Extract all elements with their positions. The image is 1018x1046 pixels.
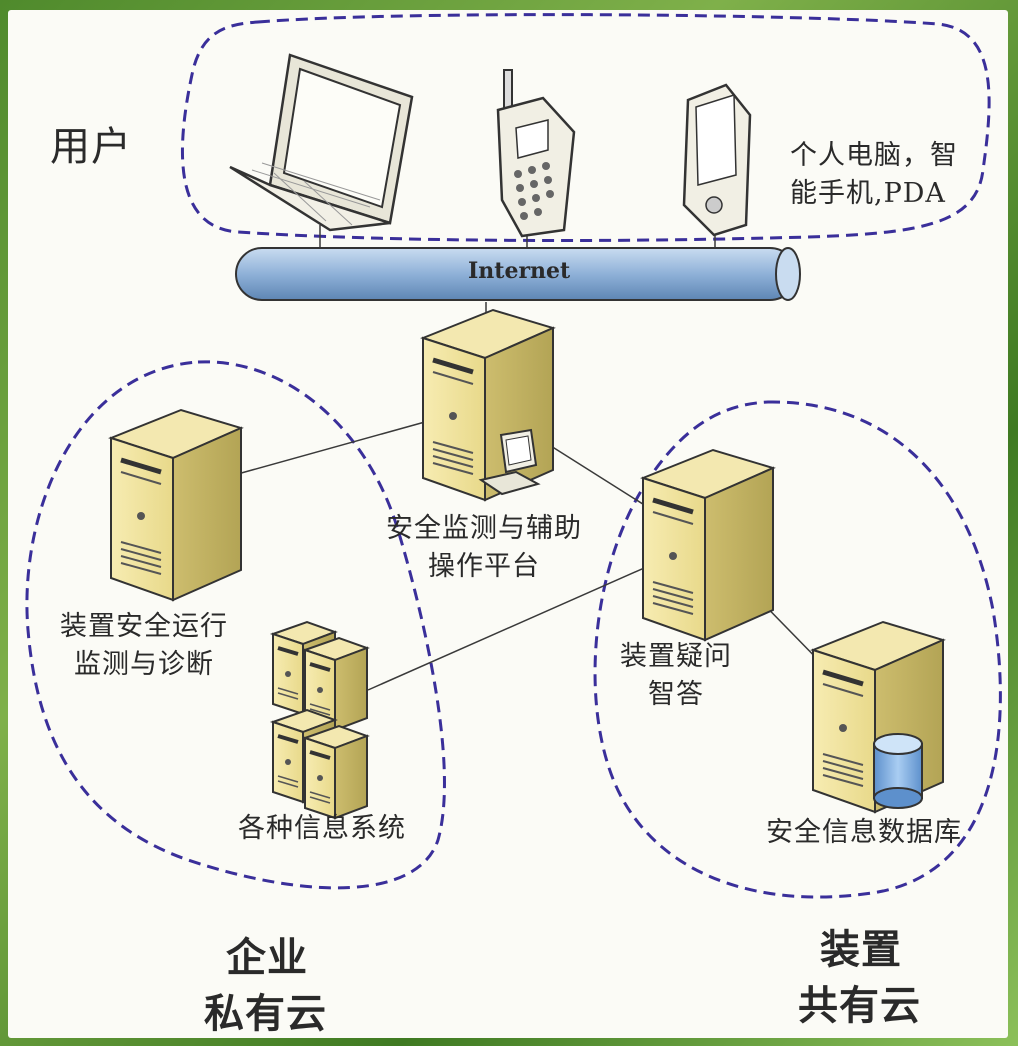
- workstation-icon: [478, 428, 541, 496]
- database-label: 安全信息数据库: [766, 817, 962, 848]
- users-group-boundary: [180, 13, 991, 242]
- internet-label: Internet: [468, 258, 571, 284]
- info-systems-label: 各种信息系统: [238, 813, 406, 844]
- laptop-icon: [229, 53, 414, 232]
- users-label: 用户: [50, 124, 132, 170]
- devices-label: 个人电脑，智 能手机,PDA: [790, 140, 958, 209]
- cellphone-icon: [496, 69, 576, 238]
- platform-label: 安全监测与辅助 操作平台: [386, 513, 582, 582]
- server-icon: [643, 450, 773, 640]
- device-monitor-label: 装置安全运行 监测与诊断: [60, 611, 228, 680]
- enterprise-cloud-boundary: [25, 360, 446, 890]
- server-icon: [423, 310, 553, 500]
- database-icon: [873, 733, 923, 809]
- network-diagram: [25, 13, 1002, 899]
- enterprise-cloud-label: 企业 私有云: [204, 934, 327, 1037]
- device-cloud-boundary: [593, 400, 1002, 899]
- qa-label: 装置疑问 智答: [620, 641, 732, 710]
- server-stack-icon: [271, 620, 369, 820]
- pda-icon: [682, 83, 752, 237]
- diagram-canvas: 用户 个人电脑，智 能手机,PDA Internet 安全监测与辅助 操作平台 …: [8, 10, 1008, 1038]
- device-cloud-label: 装置 共有云: [798, 926, 921, 1029]
- server-icon: [111, 410, 241, 600]
- internet-pipe: [235, 247, 801, 301]
